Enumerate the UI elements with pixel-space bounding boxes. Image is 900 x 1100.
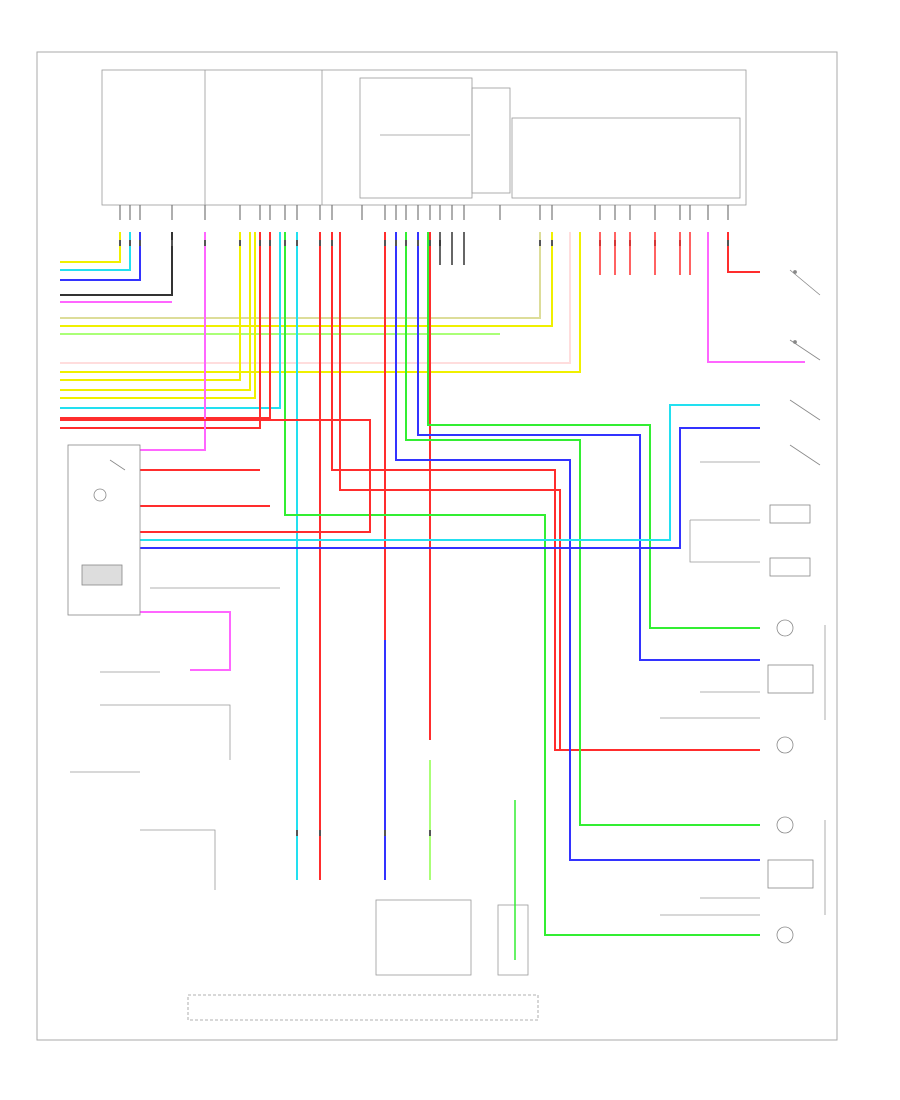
connector-markers bbox=[119, 240, 729, 836]
left-harness-middle bbox=[60, 232, 581, 429]
vertical-runs bbox=[140, 232, 805, 936]
component-stubs bbox=[439, 232, 691, 960]
junction-block bbox=[101, 69, 747, 206]
junction-pins bbox=[119, 205, 729, 220]
lamp-symbols bbox=[767, 504, 814, 944]
right-harness bbox=[60, 404, 760, 671]
switch-symbols bbox=[789, 269, 821, 466]
left-harness-upper bbox=[60, 232, 553, 335]
diagram-border bbox=[36, 51, 838, 1041]
left-control-module bbox=[67, 444, 141, 616]
grey-wiring bbox=[70, 461, 826, 1021]
